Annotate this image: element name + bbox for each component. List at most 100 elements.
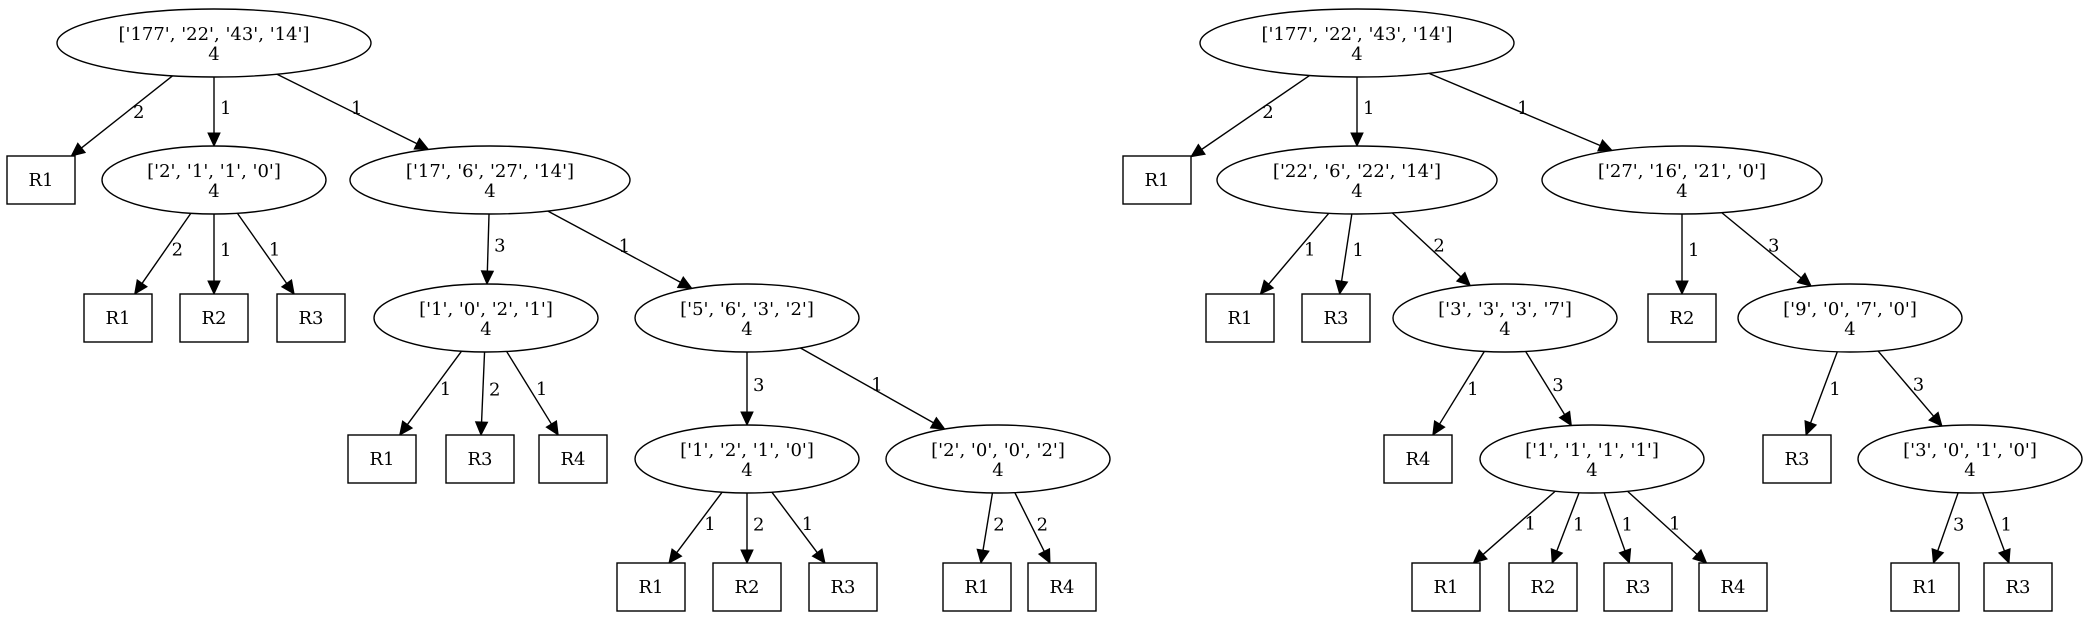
arrowhead-icon [545, 419, 559, 437]
node-values-label: ['5', '6', '3', '2'] [680, 299, 814, 320]
node-count-label: 4 [1844, 319, 1855, 340]
edge-line [1809, 351, 1838, 424]
leaf-node-b16: R4 [1698, 562, 1768, 612]
node-values-label: ['177', '22', '43', '14'] [118, 24, 309, 45]
leaf-node-a18: R4 [1027, 562, 1097, 612]
edge-label: 2 [753, 515, 764, 536]
edge-label: 1 [1304, 240, 1315, 261]
edge-label: 1 [536, 379, 547, 400]
arrowhead-icon [1550, 547, 1564, 565]
node-values-label: ['9', '0', '7', '0'] [1783, 299, 1917, 320]
edge-b2-b4: 1 [1259, 212, 1330, 295]
leaf-box [1411, 562, 1481, 612]
node-values-label: ['22', '6', '22', '14'] [1273, 161, 1441, 182]
arrowhead-icon [1334, 279, 1349, 296]
arrowhead-icon [676, 276, 693, 289]
node-count-label: 4 [741, 319, 752, 340]
split-node-a12: ['1', '2', '1', '0']4 [634, 424, 860, 494]
node-count-label: 4 [741, 460, 752, 481]
arrowhead-icon [1472, 549, 1488, 564]
leaf-label: R3 [830, 577, 855, 598]
edge-label: 3 [1552, 375, 1563, 396]
edge-line [1525, 351, 1566, 415]
node-values-label: ['2', '1', '1', '0'] [147, 161, 281, 182]
arrowhead-icon [1037, 547, 1051, 565]
edge-label: 1 [1829, 379, 1840, 400]
edge-b6-b10: 3 [1525, 351, 1573, 427]
edge-a13-a18: 2 [1014, 492, 1051, 565]
leaf-node-a1: R1 [6, 155, 76, 205]
edge-label: 1 [1467, 379, 1478, 400]
node-ellipse [1541, 145, 1823, 215]
arrowhead-icon [1190, 143, 1206, 158]
edge-line [81, 75, 174, 149]
node-count-label: 4 [992, 460, 1003, 481]
leaf-box [942, 562, 1012, 612]
edge-line [799, 347, 934, 424]
arrowhead-icon [280, 279, 295, 295]
edge-a12-a15: 2 [740, 493, 764, 565]
node-values-label: ['1', '0', '2', '1'] [419, 299, 553, 320]
edge-line [1201, 74, 1311, 150]
edge-label: 1 [802, 514, 813, 535]
edge-line [506, 351, 552, 425]
arrowhead-icon [1931, 548, 1945, 565]
edge-b10-b14: 1 [1550, 492, 1584, 565]
edge-line [1556, 492, 1580, 552]
leaf-box [616, 562, 686, 612]
node-count-label: 4 [1351, 44, 1362, 65]
arrowhead-icon [1259, 279, 1275, 295]
node-count-label: 4 [1499, 319, 1510, 340]
split-node-a8: ['5', '6', '3', '2']4 [634, 283, 860, 353]
arrowhead-icon [1597, 139, 1614, 152]
edge-b0-b1: 2 [1190, 74, 1311, 158]
edge-b12-b18: 1 [1982, 492, 2012, 565]
leaf-node-b17: R1 [1890, 562, 1960, 612]
leaf-box [1762, 434, 1832, 484]
node-ellipse [634, 424, 860, 494]
edge-a8-a13: 1 [799, 347, 946, 430]
leaf-box [1508, 562, 1578, 612]
leaf-node-b9: R4 [1383, 434, 1453, 484]
node-ellipse [101, 145, 327, 215]
leaf-node-a4: R1 [83, 293, 153, 343]
split-node-a3: ['17', '6', '27', '14']4 [349, 145, 631, 215]
node-ellipse [1392, 283, 1618, 353]
edge-a7-a10: 2 [474, 351, 500, 437]
edge-b3-b8: 3 [1721, 212, 1813, 287]
leaf-label: R1 [28, 170, 53, 191]
edge-label: 1 [1621, 514, 1632, 535]
leaf-label: R2 [201, 308, 226, 329]
edge-label: 2 [1037, 514, 1048, 535]
leaf-label: R3 [1625, 577, 1650, 598]
leaf-label: R4 [1049, 577, 1074, 598]
node-count-label: 4 [1586, 460, 1597, 481]
arrowhead-icon [668, 548, 683, 564]
edge-line [1340, 213, 1353, 282]
leaf-node-b4: R1 [1205, 293, 1275, 343]
leaf-box [712, 562, 782, 612]
leaf-node-a9: R1 [347, 434, 417, 484]
edge-label: 1 [871, 374, 882, 395]
node-values-label: ['3', '3', '3', '7'] [1438, 299, 1572, 320]
leaf-box [1698, 562, 1768, 612]
edge-a7-a9: 1 [398, 350, 463, 436]
split-node-b10: ['1', '1', '1', '1']4 [1479, 424, 1705, 494]
edge-a3-a7: 3 [480, 213, 506, 286]
node-count-label: 4 [1351, 181, 1362, 202]
edge-a0-a2: 1 [207, 77, 231, 148]
edge-line [1627, 490, 1698, 555]
edge-a7-a11: 1 [506, 351, 559, 437]
leaf-label: R3 [1784, 449, 1809, 470]
edge-b0-b2: 1 [1350, 77, 1374, 148]
edge-b8-b11: 1 [1804, 351, 1841, 437]
leaf-box [276, 293, 346, 343]
edge-b10-b16: 1 [1627, 490, 1708, 564]
leaf-node-b5: R3 [1301, 293, 1371, 343]
leaf-box [347, 434, 417, 484]
leaf-node-b14: R2 [1508, 562, 1578, 612]
node-values-label: ['3', '0', '1', '0'] [1903, 440, 2037, 461]
edge-a13-a17: 2 [976, 492, 1005, 565]
edge-line [1391, 212, 1462, 278]
arrowhead-icon [134, 279, 148, 295]
